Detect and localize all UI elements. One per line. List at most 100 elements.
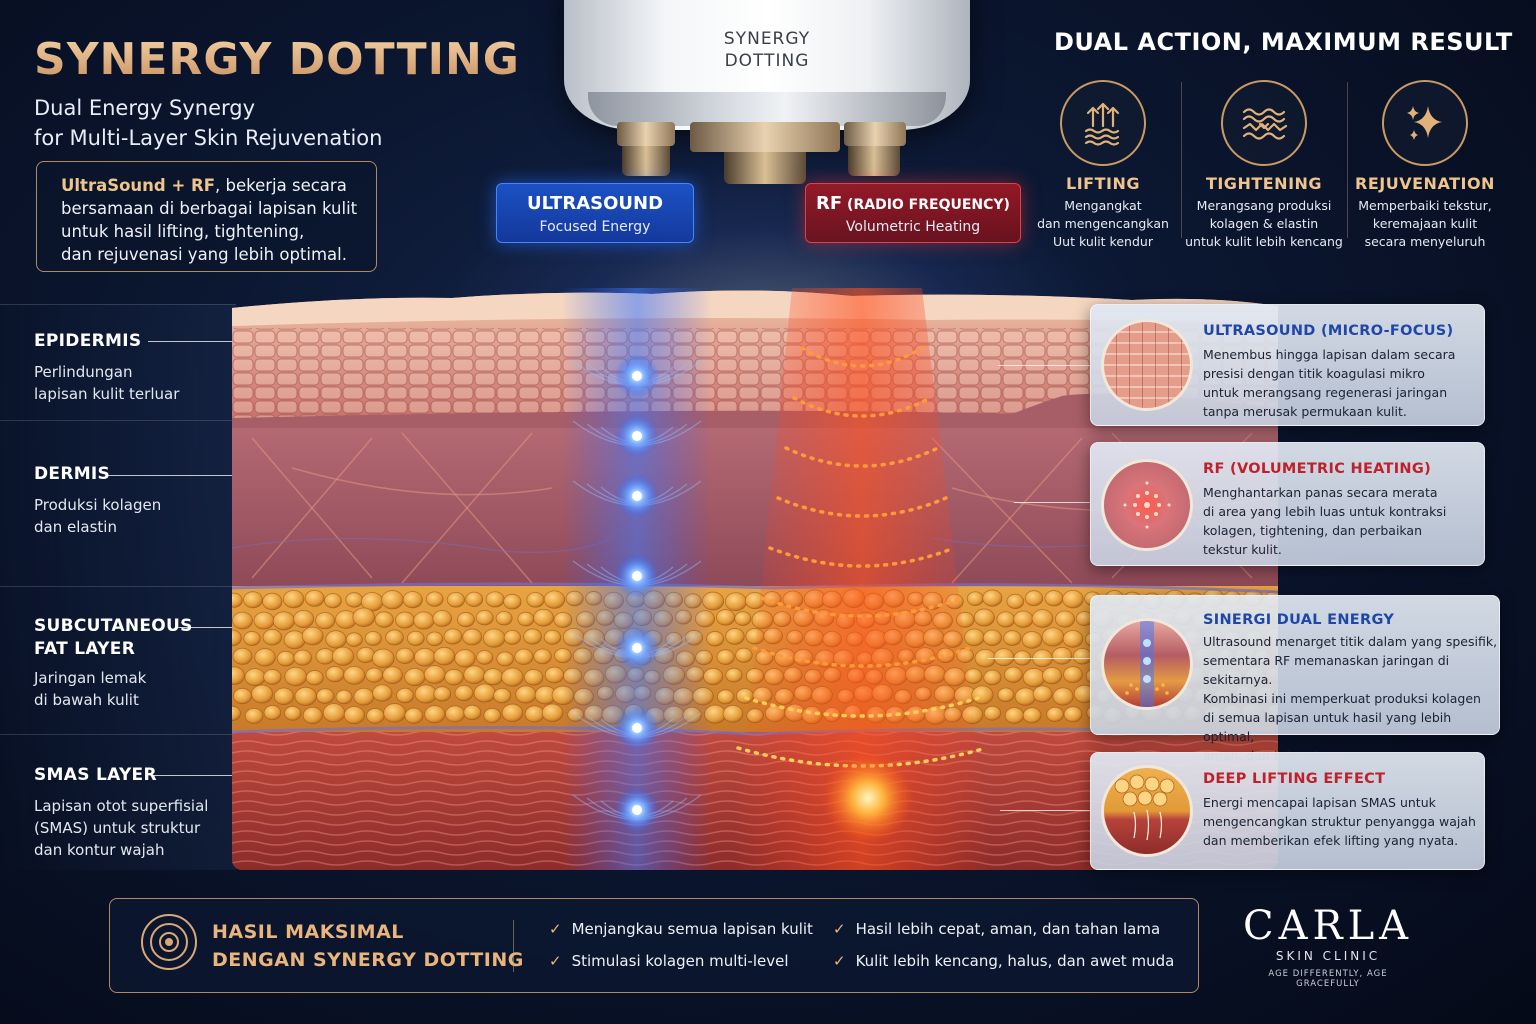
fat-cell — [483, 707, 501, 724]
fat-cell — [262, 592, 283, 611]
callout-line — [108, 475, 232, 476]
bullet-text: Hasil lebih cepat, aman, dan tahan lama — [855, 920, 1161, 938]
fat-cell — [426, 631, 444, 647]
ultrasound-focus-point — [632, 723, 642, 733]
fat-cell — [734, 611, 752, 626]
card-synergy: SINERGI DUAL ENERGY Ultrasound menarget … — [1090, 595, 1500, 763]
fat-cell — [514, 648, 534, 665]
layer-desc-line: di bawah kulit — [34, 691, 139, 709]
action-desc-line: secara menyeluruh — [1364, 234, 1486, 249]
fat-cell — [1042, 667, 1063, 685]
layer-name: DERMIS — [34, 464, 111, 484]
fat-cell — [366, 708, 385, 724]
action-desc-line: kolagen & elastin — [1209, 216, 1319, 231]
action-desc-line: keremajaan kulit — [1372, 216, 1478, 231]
fat-cell — [404, 707, 424, 724]
fat-cell — [282, 589, 305, 609]
card-line: Kombinasi ini memperkuat produksi kolage… — [1203, 691, 1481, 706]
fat-cell — [413, 611, 435, 630]
layer-desc-line: Lapisan otot superfisial — [34, 797, 209, 815]
fat-cell — [454, 649, 476, 668]
fat-cell — [523, 628, 542, 645]
intro-highlight: UltraSound + RF — [61, 176, 216, 195]
fat-cell — [1021, 631, 1043, 649]
fat-cell — [322, 703, 346, 723]
rf-heating-arc — [752, 646, 972, 668]
fat-cell — [443, 628, 463, 645]
fat-cell — [243, 631, 261, 646]
card-deep-lifting: DEEP LIFTING EFFECT Energi mencapai lapi… — [1090, 752, 1485, 870]
divider — [1181, 82, 1182, 238]
layer-label-dermis: DERMIS Produksi kolagen dan elastin — [34, 463, 161, 538]
action-desc-line: untuk kulit lebih kencang — [1185, 234, 1343, 249]
card-line: kolagen, tightening, dan perbaikan — [1203, 523, 1423, 538]
fat-cell — [263, 669, 282, 685]
fat-cell — [544, 666, 565, 684]
subtitle-line: for Multi-Layer Skin Rejuvenation — [34, 126, 383, 150]
card-line: Menghantarkan panas secara merata — [1203, 485, 1438, 500]
probe-left-tip — [622, 146, 670, 176]
action-desc: Mengangkat dan mengencangkan Uut kulit k… — [1018, 197, 1188, 251]
layer-label-band — [0, 734, 236, 870]
fat-cell — [983, 705, 1002, 721]
fat-cell — [423, 665, 446, 684]
fat-cell — [432, 610, 453, 627]
ultrasound-focus-point — [632, 491, 642, 501]
card-text: Menghantarkan panas secara merata di are… — [1203, 483, 1446, 559]
fat-cell — [232, 647, 253, 665]
ultrasound-focus-point — [632, 371, 642, 381]
rf-heating-arcs — [736, 346, 988, 768]
fat-cell — [1052, 687, 1074, 706]
ultrasound-focus-point — [632, 571, 642, 581]
result-title: HASIL MAKSIMAL DENGAN SYNERGY DOTTING — [212, 918, 524, 974]
fat-cell — [503, 630, 522, 645]
card-connector — [988, 658, 1090, 659]
fat-cell — [543, 590, 566, 609]
probe-left — [617, 122, 675, 146]
fat-cell — [425, 591, 444, 607]
fat-cell — [475, 609, 494, 626]
fat-cell — [517, 611, 535, 627]
fat-cell — [404, 668, 426, 687]
fat-cell — [495, 611, 513, 626]
bullet-text: Kulit lebih kencang, halus, dan awet mud… — [855, 952, 1175, 970]
check-icon: ✓ — [833, 952, 846, 970]
fat-cell — [1063, 706, 1083, 723]
layer-desc-line: lapisan kulit terluar — [34, 385, 180, 403]
rf-tag: RF (RADIO FREQUENCY) Volumetric Heating — [805, 183, 1021, 243]
fat-cell — [364, 631, 382, 646]
rf-heating-arc — [760, 596, 964, 618]
divider — [1347, 82, 1348, 238]
fat-cell — [444, 668, 464, 686]
bullet-text: Menjangkau semua lapisan kulit — [571, 920, 813, 938]
probe-right-tip — [848, 146, 900, 176]
fat-cell — [251, 684, 274, 704]
fat-cell — [1031, 609, 1054, 628]
layer-name: SMAS LAYER — [34, 765, 157, 785]
fat-cell — [982, 589, 1003, 607]
fat-cell — [996, 611, 1016, 628]
fat-cell — [383, 703, 406, 723]
fat-cell — [273, 687, 295, 705]
layer-label-fat: SUBCUTANEOUS FAT LAYER Jaringan lemak di… — [34, 615, 193, 711]
action-desc-line: Mengangkat — [1064, 198, 1142, 213]
fat-cell — [1003, 630, 1022, 646]
layer-desc-line: dan kontur wajah — [34, 841, 165, 859]
brand-logo: CARLA SKIN CLINIC AGE DIFFERENTLY, AGE G… — [1236, 903, 1420, 989]
fat-cell — [253, 611, 275, 630]
result-bullet: ✓Hasil lebih cepat, aman, dan tahan lama — [833, 920, 1160, 938]
fat-cell — [1046, 706, 1064, 722]
layer-label-band — [0, 586, 236, 734]
fat-cell — [1041, 627, 1065, 647]
fat-cell — [232, 705, 241, 721]
page-subtitle: Dual Energy Synergy for Multi-Layer Skin… — [34, 93, 382, 153]
rf-tag-bold: RF — [816, 193, 843, 214]
action-desc-line: Uut kulit kendur — [1053, 234, 1153, 249]
fat-cell — [1013, 650, 1032, 666]
fat-cell — [233, 687, 253, 705]
fat-cell — [372, 684, 393, 702]
fat-cell — [345, 632, 363, 647]
layer-name: EPIDERMIS — [34, 331, 142, 351]
rf-tag-title: RF (RADIO FREQUENCY) — [806, 193, 1020, 214]
fat-cell — [457, 612, 475, 628]
